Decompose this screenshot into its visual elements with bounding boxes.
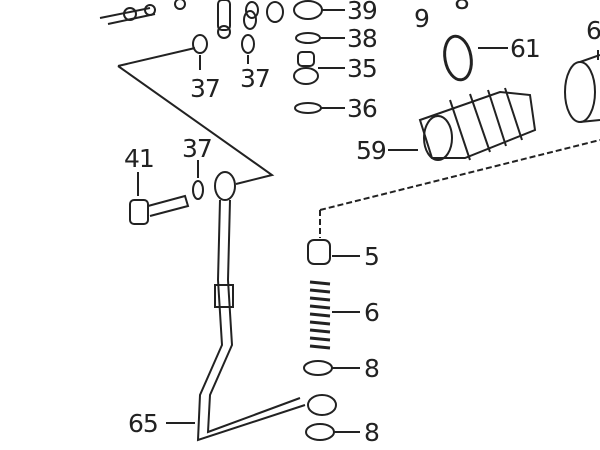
callout-37: 37 bbox=[190, 74, 221, 103]
callout-37: 37 bbox=[240, 64, 271, 93]
callout-41: 41 bbox=[124, 144, 155, 173]
callout-36: 36 bbox=[347, 94, 378, 123]
callout-38: 38 bbox=[347, 24, 378, 53]
callout-8: 8 bbox=[364, 354, 380, 383]
hydraulic-line bbox=[166, 171, 337, 442]
top-left-parts bbox=[99, 0, 284, 39]
callout-59: 59 bbox=[356, 136, 387, 165]
callout-8: 8 bbox=[364, 418, 380, 447]
stacked-parts bbox=[293, 0, 345, 114]
bolt bbox=[129, 160, 204, 225]
callout-8-top: 8 bbox=[454, 0, 470, 15]
callout-9: 9 bbox=[414, 4, 430, 33]
callout-6: 6 bbox=[364, 298, 380, 327]
callout-39: 39 bbox=[347, 0, 378, 25]
callout-61: 61 bbox=[510, 34, 541, 63]
rubber-boot bbox=[388, 87, 537, 161]
callout-65: 65 bbox=[128, 409, 159, 438]
callout-60: 6 bbox=[586, 16, 600, 45]
callout-5: 5 bbox=[364, 242, 380, 271]
callout-37: 37 bbox=[182, 134, 213, 163]
callout-35: 35 bbox=[347, 54, 378, 83]
